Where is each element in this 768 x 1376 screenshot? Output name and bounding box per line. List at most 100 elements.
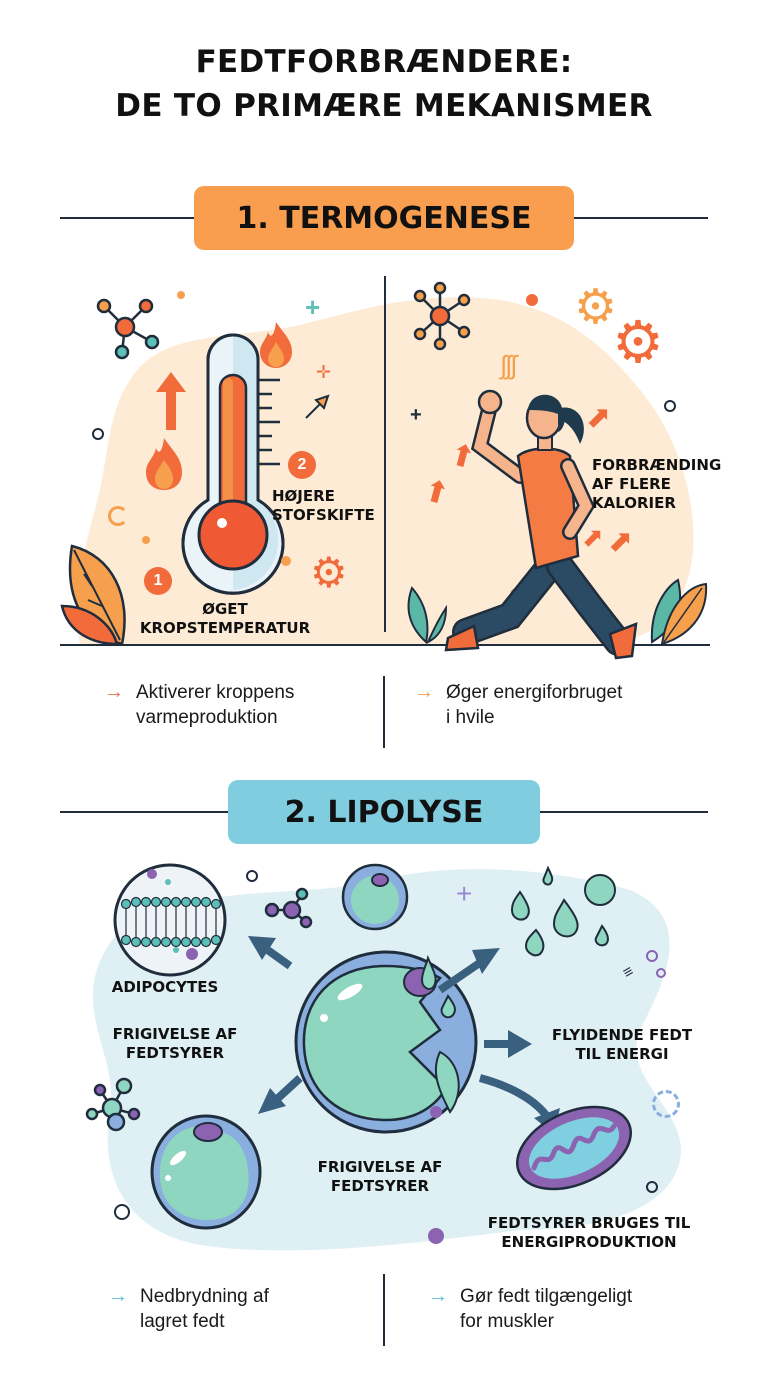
upward-arrow-icon: ⬈: [586, 401, 612, 434]
droplet-fragments-icon: [420, 954, 456, 1019]
step-number-1: 1: [144, 567, 172, 595]
header-rule-left: [60, 217, 194, 219]
fat-droplets-icon: [510, 865, 616, 957]
bullet-divider: [383, 1274, 385, 1346]
decor-ring: [246, 870, 258, 882]
cell-membrane-icon: [113, 863, 227, 977]
step-number-2: 2: [288, 451, 316, 479]
plus-icon: +: [305, 292, 321, 322]
bullet-termogenese-2: → Øger energiforbruget i hvile: [414, 680, 622, 730]
label-line: KROPSTEMPERATUR: [139, 619, 311, 637]
leaf-icon: [60, 544, 126, 646]
bullet-lipolyse-2: → Gør fedt tilgængeligt for muskler: [428, 1284, 632, 1334]
upward-arrow-icon: ⬈: [582, 522, 604, 552]
label-line: FORBRÆNDING: [592, 456, 722, 474]
label-fedtsyrer-bruges: FEDTSYRER BRUGES TIL ENERGIPRODUKTION: [474, 1214, 704, 1252]
label-line: AF FLERE: [592, 475, 671, 493]
header-rule-right: [574, 217, 708, 219]
arrow-right-icon: →: [414, 681, 434, 703]
small-cell-icon: [341, 863, 409, 931]
flame-icon: [260, 322, 292, 368]
molecule-icon: [85, 1077, 141, 1132]
decor-dot: [428, 1228, 444, 1244]
plant-icon: [407, 586, 448, 645]
label-line: ENERGIPRODUKTION: [501, 1233, 677, 1251]
section-badge-lipolyse: 2. LIPOLYSE: [228, 780, 540, 844]
bullet-line: lagret fedt: [140, 1311, 225, 1332]
title-line-1: FEDTFORBRÆNDERE:: [195, 44, 573, 80]
bullet-line: i hvile: [446, 707, 495, 728]
bullet-line: Øger energiforbruget: [446, 682, 623, 703]
bullet-text: Aktiverer kroppens varmeproduktion: [136, 680, 294, 730]
page-title: FEDTFORBRÆNDERE: DE TO PRIMÆRE MEKANISME…: [0, 40, 768, 128]
temperature-scale: [258, 378, 280, 466]
bullet-lipolyse-1: → Nedbrydning af lagret fedt: [108, 1284, 269, 1334]
label-frigivelse-center: FRIGIVELSE AF FEDTSYRER: [300, 1158, 460, 1196]
label-frigivelse-left: FRIGIVELSE AF FEDTSYRER: [90, 1025, 260, 1063]
loading-ring: [108, 506, 128, 526]
label-line: HØJERE: [272, 487, 335, 505]
bullet-line: for muskler: [460, 1311, 554, 1332]
decor-ring: [656, 968, 666, 978]
bullet-line: varmeproduktion: [136, 707, 278, 728]
decor-dot: [526, 294, 538, 306]
upward-arrow-icon: ⬈: [608, 525, 634, 558]
small-cell-icon: [150, 1114, 262, 1230]
flame-icon: [146, 438, 182, 490]
molecule-icon: [413, 281, 471, 351]
decor-ring: [664, 400, 676, 412]
decor-dot: [281, 556, 291, 566]
header-rule-right: [540, 811, 708, 813]
section-badge-termogenese: 1. TERMOGENESE: [194, 186, 574, 250]
label-hojere-stofskifte: HØJERE STOFSKIFTE: [272, 487, 375, 525]
gear-icon: ⚙: [612, 310, 664, 375]
bullet-line: Nedbrydning af: [140, 1286, 269, 1307]
fat-cell-breaking-icon: [294, 950, 478, 1134]
label-line: FEDTSYRER: [330, 1177, 430, 1195]
termogenese-illustration: + ✛ ⚙ 1: [0, 270, 768, 660]
decor-dot: [142, 536, 150, 544]
diagonal-arrow-icon: [305, 394, 330, 419]
label-line: ØGET: [202, 600, 248, 618]
bullet-text: Øger energiforbruget i hvile: [446, 680, 622, 730]
lipolyse-illustration: + ≡: [0, 850, 768, 1270]
decor-dot: [177, 291, 185, 299]
arrow-right-icon: →: [428, 1285, 448, 1307]
label-flyidende-fedt: FLYIDENDE FEDT TIL ENERGI: [532, 1026, 712, 1064]
header-rule-left: [60, 811, 228, 813]
label-line: STOFSKIFTE: [272, 506, 375, 524]
gear-icon: ⚙: [310, 549, 348, 596]
molecule-icon: [96, 298, 160, 360]
bullet-termogenese-1: → Aktiverer kroppens varmeproduktion: [104, 680, 294, 730]
plus-icon: +: [456, 878, 473, 909]
label-line: FEDTSYRER: [125, 1044, 225, 1062]
decor-ring: [646, 950, 658, 962]
sparkle-icon: ✛: [316, 362, 332, 382]
bullet-text: Nedbrydning af lagret fedt: [140, 1284, 269, 1334]
bullet-divider: [383, 676, 385, 748]
running-woman-illustration: [444, 389, 638, 660]
thermometer-icon: [181, 333, 285, 595]
up-arrow-icon: [156, 372, 186, 430]
decor-ring: [646, 1181, 658, 1193]
bullet-line: Aktiverer kroppens: [136, 682, 295, 703]
arrow-right-icon: →: [104, 681, 124, 703]
label-line: FRIGIVELSE AF: [317, 1158, 443, 1176]
label-line: TIL ENERGI: [575, 1045, 669, 1063]
plus-icon: +: [410, 404, 422, 426]
heat-wave-icon: ∫∫∫: [500, 350, 517, 380]
gear-icon: ⚙: [574, 281, 618, 334]
label-line: KALORIER: [592, 494, 676, 512]
bullet-line: Gør fedt tilgængeligt: [460, 1286, 633, 1307]
title-line-2: DE TO PRIMÆRE MEKANISMER: [115, 88, 653, 124]
label-line: FEDTSYRER BRUGES TIL: [487, 1214, 691, 1232]
bullet-text: Gør fedt tilgængeligt for muskler: [460, 1284, 632, 1334]
label-line: FRIGIVELSE AF: [112, 1025, 238, 1043]
panel-divider: [384, 276, 386, 632]
label-adipocytes: ADIPOCYTES: [111, 978, 219, 996]
mitochondrion-icon: [516, 1105, 632, 1191]
section-header-termogenese: 1. TERMOGENESE: [0, 186, 768, 250]
molecule-icon: [264, 887, 313, 929]
loading-ring: [652, 1090, 680, 1118]
leaf-icon: [650, 578, 708, 646]
